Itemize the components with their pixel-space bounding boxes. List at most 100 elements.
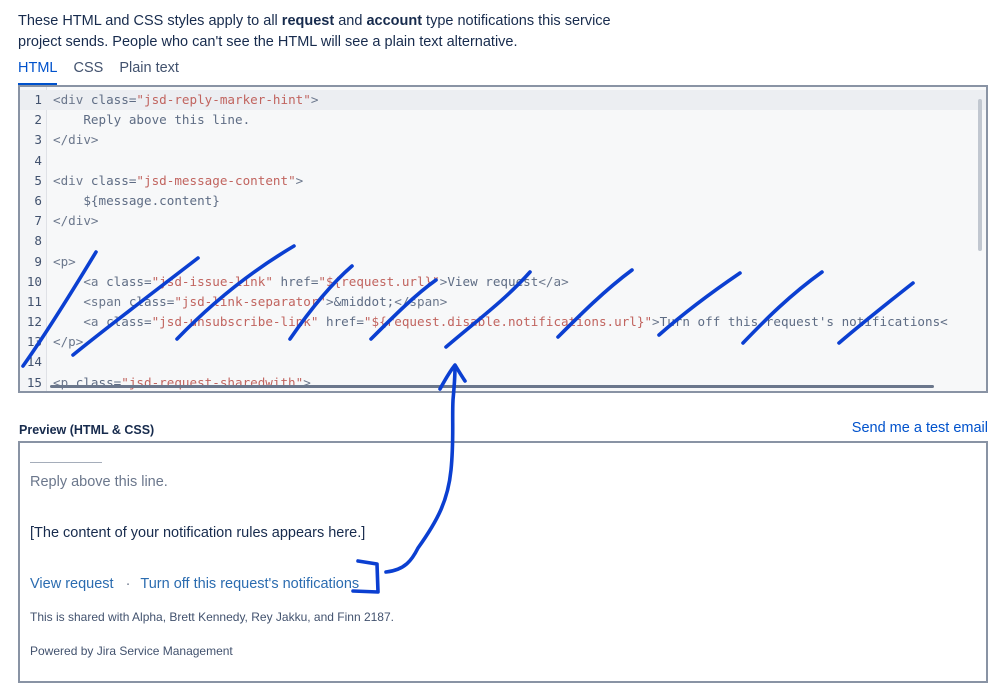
preview-heading: Preview (HTML & CSS) (19, 423, 155, 437)
line-number: 11 (26, 293, 42, 309)
code-token: "${request.url}" (318, 273, 440, 289)
code-text: </div> (53, 211, 99, 231)
code-token: <a (83, 314, 107, 330)
code-line[interactable]: 5 <div class="jsd-message-content"> (20, 171, 986, 191)
line-number: 5 (34, 172, 42, 188)
code-indent (53, 193, 83, 208)
code-token: class= (128, 293, 175, 309)
intro-text-part: and (334, 13, 367, 29)
intro-text: These HTML and CSS styles apply to all r… (18, 11, 628, 53)
line-number: 3 (34, 132, 42, 148)
code-token: <div (53, 92, 91, 107)
code-line[interactable]: 3 </div> (20, 130, 986, 150)
code-line[interactable]: 4 (20, 151, 986, 171)
editor-tabs: HTML CSS Plain text (18, 59, 195, 85)
code-token: </span> (394, 293, 448, 309)
code-token: </p> (53, 334, 84, 350)
code-line[interactable]: 6 ${message.content} (20, 191, 986, 211)
code-text: Reply above this line. (53, 110, 250, 130)
code-token: <p> (53, 253, 76, 269)
code-line[interactable]: 1 <div class="jsd-reply-marker-hint"> (20, 90, 986, 111)
code-token: class= (90, 92, 137, 107)
preview-panel: Reply above this line. [The content of y… (18, 441, 988, 683)
code-token: > (652, 314, 660, 330)
code-text: <a class="jsd-unsubscribe-link" href="${… (53, 312, 948, 332)
code-line[interactable]: 11 <span class="jsd-link-separator">&mid… (20, 292, 986, 312)
line-number: 9 (34, 253, 42, 269)
line-number: 13 (26, 334, 42, 350)
code-token: "jsd-issue-link" (151, 273, 273, 289)
code-token: Reply above this line. (83, 112, 251, 128)
line-number: 15 (26, 374, 42, 390)
vertical-scrollbar[interactable] (978, 99, 982, 251)
code-text: ${message.content} (53, 191, 220, 211)
code-token: > (303, 374, 311, 390)
code-token: > (295, 172, 304, 188)
code-token: class= (106, 273, 152, 289)
turn-off-notifications-link[interactable]: Turn off this request's notifications (140, 576, 360, 592)
code-line[interactable]: 12 <a class="jsd-unsubscribe-link" href=… (20, 312, 986, 332)
code-token: > (310, 92, 319, 107)
line-number: 1 (34, 92, 42, 107)
code-indent (53, 314, 83, 329)
preview-links: View request · Turn off this request's not… (30, 576, 359, 592)
code-token: "jsd-link-separator" (174, 293, 326, 309)
code-line[interactable]: 15<p class="jsd-request-sharedwith"> (20, 373, 986, 391)
line-number: 10 (26, 273, 42, 289)
code-text: </p> (53, 332, 83, 352)
code-token: </a> (538, 273, 569, 289)
code-token: </div> (53, 132, 99, 148)
code-token: > (439, 273, 448, 289)
line-number: 2 (34, 112, 42, 128)
notification-content-placeholder: [The content of your notification rules … (30, 525, 366, 541)
code-token: </div> (53, 213, 99, 229)
tab-plain-text[interactable]: Plain text (119, 60, 179, 76)
reply-hint-text: Reply above this line. (30, 474, 168, 490)
code-token: <a (83, 273, 107, 289)
code-token: "jsd-message-content" (136, 172, 296, 188)
code-token: class= (90, 172, 137, 188)
shared-with-text: This is shared with Alpha, Brett Kennedy… (30, 610, 394, 624)
code-token: &middot; (333, 293, 395, 309)
code-text: <div class="jsd-reply-marker-hint"> (53, 90, 318, 110)
line-number: 14 (26, 354, 42, 370)
send-test-email-link[interactable]: Send me a test email (851, 420, 988, 436)
code-text: <span class="jsd-link-separator">&middot… (53, 292, 447, 312)
code-text: <div class="jsd-message-content"> (53, 171, 303, 191)
code-token: "jsd-unsubscribe-link" (151, 314, 319, 330)
code-line[interactable]: 7</div> (20, 211, 986, 231)
line-number: 12 (26, 314, 42, 330)
line-number: 4 (34, 152, 42, 168)
line-number: 6 (34, 192, 42, 208)
code-token: Turn off this request's notifications< (659, 314, 948, 330)
reply-marker-divider (30, 462, 102, 463)
code-token: ${message.content} (83, 192, 220, 208)
code-line[interactable]: 8 (20, 231, 986, 251)
tab-html[interactable]: HTML (18, 59, 58, 85)
line-number: 8 (34, 233, 42, 249)
html-code-editor[interactable]: 1<div class="jsd-reply-marker-hint">2 Re… (18, 85, 988, 393)
horizontal-scrollbar[interactable] (50, 385, 934, 388)
code-token: href= (318, 314, 364, 330)
powered-by-text: Powered by Jira Service Management (30, 644, 233, 658)
code-indent (53, 294, 83, 309)
code-token: "${request.disable.notifications.url}" (363, 314, 653, 330)
link-separator: · (125, 576, 131, 592)
intro-bold-request: request (281, 13, 335, 29)
code-line[interactable]: 14 (20, 352, 986, 372)
intro-bold-account: account (366, 13, 423, 29)
view-request-link[interactable]: View request (30, 576, 114, 592)
intro-text-part: These HTML and CSS styles apply to all (18, 13, 282, 29)
code-indent (53, 274, 83, 289)
code-line[interactable]: 9 <p> (20, 252, 986, 272)
code-indent (53, 112, 83, 127)
code-text: </div> (53, 130, 99, 150)
code-token: href= (272, 273, 319, 289)
code-text: <p> (53, 252, 76, 272)
code-line[interactable]: 13 </p> (20, 332, 986, 352)
tab-css[interactable]: CSS (73, 60, 104, 76)
code-line[interactable]: 2 Reply above this line. (20, 110, 986, 130)
code-lines[interactable]: 1<div class="jsd-reply-marker-hint">2 Re… (20, 90, 986, 391)
code-token: View request (447, 273, 539, 289)
code-line[interactable]: 10 <a class="jsd-issue-link" href="${req… (20, 272, 986, 292)
